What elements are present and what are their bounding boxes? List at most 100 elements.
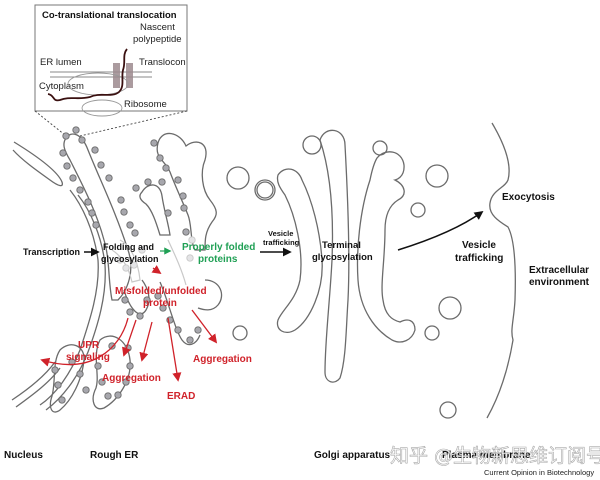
inset-label-ribosome: Ribosome — [124, 99, 167, 110]
inset-panel: Co-translational translocation Nascent p… — [34, 4, 188, 137]
er-tubule-1 — [123, 279, 150, 315]
ribosome-dot — [144, 178, 152, 186]
er-cisterna-2 — [156, 132, 217, 251]
er-vesicle-3 — [256, 181, 274, 199]
ribosome-dot — [132, 184, 140, 192]
arrow-erad — [167, 317, 182, 382]
ribosome-dot — [84, 198, 92, 206]
golgi-vesicle-far-4 — [424, 325, 440, 341]
arrow-vesicle-to-membrane — [397, 210, 484, 251]
arrow-upr-signaling — [40, 317, 129, 367]
label-terminal-1: Terminal — [322, 240, 361, 251]
ribosome-dot — [51, 366, 59, 374]
ribosome-dot — [98, 378, 106, 386]
ribosome-dot — [117, 196, 125, 204]
ribosome-dot — [108, 342, 116, 350]
golgi-vesicle-far-1 — [425, 164, 449, 188]
label-extracellular-2: environment — [529, 277, 590, 288]
watermark: 知乎 @生物新思维订阅号 — [390, 445, 600, 467]
ribosome-dot — [82, 386, 90, 394]
inset-zoom-line-left — [34, 110, 66, 136]
ribosome-dot — [126, 308, 134, 316]
label-aggregation-right: Aggregation — [193, 354, 252, 365]
label-rough-er: Rough ER — [90, 450, 139, 461]
ribosome-dot — [76, 370, 84, 378]
golgi-vesicle-far-2 — [410, 202, 426, 218]
label-upr-2: signaling — [66, 352, 110, 363]
inset-label-er-lumen: ER lumen — [40, 57, 82, 68]
golgi-apparatus — [254, 129, 462, 419]
ribosome-dot — [158, 178, 166, 186]
label-folding-1: Folding and — [103, 242, 154, 252]
ribosome-dot — [76, 186, 84, 194]
er-ribosome-dots — [51, 126, 202, 404]
label-exocytosis: Exocytosis — [502, 192, 555, 203]
arrow-aggregation-right — [191, 309, 218, 344]
ribosome-dot — [188, 236, 196, 244]
ribosome-dot — [180, 204, 188, 212]
golgi-vesicle-far-3 — [438, 296, 462, 320]
ribosome-dot — [58, 396, 66, 404]
label-vesicle-small-2: trafficking — [263, 238, 300, 247]
golgi-cisterna-3 — [356, 151, 416, 343]
ribosome-dot — [194, 326, 202, 334]
ribosome-dot — [126, 221, 134, 229]
label-folding-2: glycosylation — [101, 254, 159, 264]
nascent-polypeptide-strand — [47, 48, 128, 102]
ribosome-dot — [179, 192, 187, 200]
ribosome-dot — [159, 304, 167, 312]
label-properly-folded-2: proteins — [198, 254, 238, 265]
inset-label-nascent-1: Nascent — [140, 22, 175, 33]
label-golgi: Golgi apparatus — [314, 450, 391, 461]
plasma-membrane — [486, 122, 516, 419]
er-cisterna-lower-2 — [92, 335, 131, 410]
inset-label-translocon: Translocon — [139, 57, 186, 68]
label-vesicle-large-1: Vesicle — [462, 240, 496, 251]
er-bulge — [197, 279, 223, 311]
arrow-to-misfolded — [151, 265, 162, 275]
ribosome-dot — [54, 381, 62, 389]
inset-title: Co-translational translocation — [42, 10, 177, 21]
label-plasma-membrane: Plasma membrane — [442, 450, 531, 461]
ribosome-dot — [164, 209, 172, 217]
ribosome-small-subunit — [81, 99, 123, 117]
arrow-aggregation-left-2 — [139, 321, 153, 362]
ribosome-dot — [72, 126, 80, 134]
ribosome-dot — [78, 136, 86, 144]
golgi-vesicle-top — [302, 135, 322, 155]
ribosome-dot — [122, 378, 130, 386]
label-terminal-2: glycosylation — [312, 252, 373, 263]
ribosome-dot — [162, 164, 170, 172]
label-upr-1: UPR — [78, 340, 100, 351]
ribosome-dot — [138, 246, 146, 254]
ribosome-dot — [63, 162, 71, 170]
label-erad: ERAD — [167, 391, 195, 402]
label-misfolded-2: protein — [143, 298, 177, 309]
label-vesicle-small-1: Vesicle — [268, 229, 293, 238]
inset-zoom-line-right — [79, 110, 188, 137]
label-properly-folded-1: Properly folded — [182, 242, 255, 253]
golgi-vesicle-left — [254, 179, 276, 201]
er-cisterna-1 — [63, 133, 132, 301]
ribosome-dot — [131, 229, 139, 237]
process-labels: Transcription Folding and glycosylation … — [23, 192, 590, 402]
er-cisterna-faint-1 — [111, 239, 141, 283]
label-vesicle-large-2: trafficking — [455, 253, 503, 264]
golgi-vesicle-right — [372, 140, 388, 156]
ribosome-dot — [62, 132, 70, 140]
label-transcription: Transcription — [23, 247, 80, 257]
label-extracellular-1: Extracellular — [529, 265, 589, 276]
ribosome-dot — [59, 149, 67, 157]
ribosome-dot — [92, 221, 100, 229]
ribosome-dot — [114, 391, 122, 399]
ribosome-dot — [97, 161, 105, 169]
ribosome-dot — [186, 336, 194, 344]
golgi-cisterna-2 — [319, 129, 350, 383]
ribosome-dot — [182, 228, 190, 236]
er-cisterna-faint-2 — [167, 239, 187, 286]
inset-frame — [34, 4, 188, 112]
ribosome-dot — [136, 312, 144, 320]
er-tubule-2 — [159, 281, 201, 346]
ribosome-dot — [91, 146, 99, 154]
label-misfolded-1: Misfolded/unfolded — [115, 286, 207, 297]
